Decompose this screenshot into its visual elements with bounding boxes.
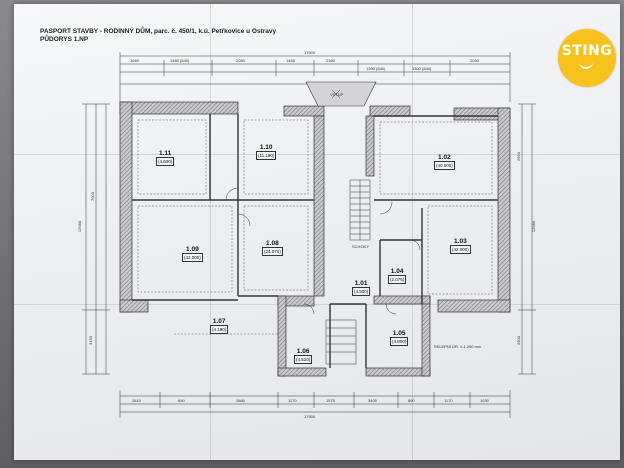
door-swings [225,187,421,315]
floor-plan-drawing [82,52,536,418]
room-label: 1.10 (11.190) [256,144,277,160]
bottom-dimension: 1575 [326,398,335,403]
logo-text: STING [561,43,613,59]
room-number: 1.08 [266,240,279,247]
room-area: (2.076) [388,275,407,284]
room-area: (42.000) [450,245,471,254]
top-dimension: 1300 (840) [412,66,432,71]
bottom-dimension: 1170 [288,398,297,403]
dashed-outlines [137,119,493,335]
right-dimension: 12680 [531,220,537,233]
room-area: (42.000) [182,253,203,262]
room-area: (4.800) [390,337,409,346]
bottom-dimension: 1030 [480,398,489,403]
room-area: (4.190) [210,325,229,334]
bottom-dimension: 1170 [444,398,453,403]
room-label: 1.08 (24.070) [262,240,283,256]
staircase [325,179,371,365]
right-dimension: 2500 [515,336,521,345]
room-number: 1.10 [259,144,273,151]
room-label: 1.04 (2.076) [388,268,407,284]
room-label: 1.06 (4.520) [294,348,313,364]
level-note: SKLEPNÍ ÚR. ±-1.260 mm [434,344,482,349]
top-dimension: 2080 [236,58,245,63]
paper-fold [210,4,211,460]
top-dimension-lines [119,52,511,102]
room-number: 1.03 [454,238,467,245]
room-number: 1.09 [186,246,199,253]
room-area: (11.190) [256,151,277,160]
top-total-dimension: 17900 [304,50,316,55]
room-label: 1.02 (40.000) [434,154,455,170]
bottom-dimension: 690 [178,398,185,403]
room-number: 1.07 [212,318,226,325]
top-dimension: 1480 (840) [170,58,190,63]
bottom-dimension: 3405 [368,398,377,403]
room-area: (24.070) [262,247,283,256]
entrance-canopy [305,81,377,107]
top-dimension: 2040 [470,58,479,63]
paper-fold [412,4,413,460]
room-area: (4.520) [294,355,313,364]
room-label: 1.05 (4.800) [390,330,409,346]
bottom-total-dimension: 17900 [304,414,316,419]
document-title: PASPORT STAVBY - RODINNÝ DŮM, parc. č. 4… [40,28,277,35]
top-dimension: 1660 [130,58,139,63]
room-number: 1.04 [390,268,404,275]
entrance-label: VSTUP [330,92,344,97]
room-number: 1.05 [392,330,406,337]
room-label: 1.03 (42.000) [450,238,471,254]
top-dimension: 2350 [326,58,335,63]
room-area: (40.000) [434,161,455,170]
room-number: 1.02 [438,154,451,161]
sting-logo: STING [558,29,616,87]
bottom-dimension: 2610 [132,398,141,403]
room-label: 1.01 (4.500) [352,280,371,296]
bottom-dimension: 890 [408,398,415,403]
floor-plan-sheet: PASPORT STAVBY - RODINNÝ DŮM, parc. č. 4… [14,4,620,460]
room-area: (4.500) [352,287,371,296]
room-label: 1.09 (42.000) [182,246,203,262]
left-dimension: 3150 [87,336,93,345]
paper-fold [14,304,620,305]
exterior-walls [119,101,511,377]
room-number: 1.01 [354,280,368,287]
top-dimension: 1390 (840) [366,66,386,71]
smile-icon [579,61,593,69]
left-dimension: 7000 [89,192,95,201]
drawing-subtitle: PŮDORYS 1.NP [40,36,89,43]
room-number: 1.11 [158,150,172,157]
left-dimension: 12980 [77,220,83,233]
title-block: PASPORT STAVBY - RODINNÝ DŮM, parc. č. 4… [40,28,276,44]
top-dimension: 1465 [286,58,295,63]
side-dimension-lines [82,103,536,375]
room-area: (4.600) [156,157,175,166]
stair-label: SCHODY [352,244,370,249]
room-label: 1.07 (4.190) [210,318,229,334]
bottom-dimension: 2660 [236,398,245,403]
room-number: 1.06 [296,348,310,355]
room-label: 1.11 (4.600) [156,150,175,166]
bottom-dimension-lines [119,390,511,418]
right-dimension: 2960 [515,152,521,161]
